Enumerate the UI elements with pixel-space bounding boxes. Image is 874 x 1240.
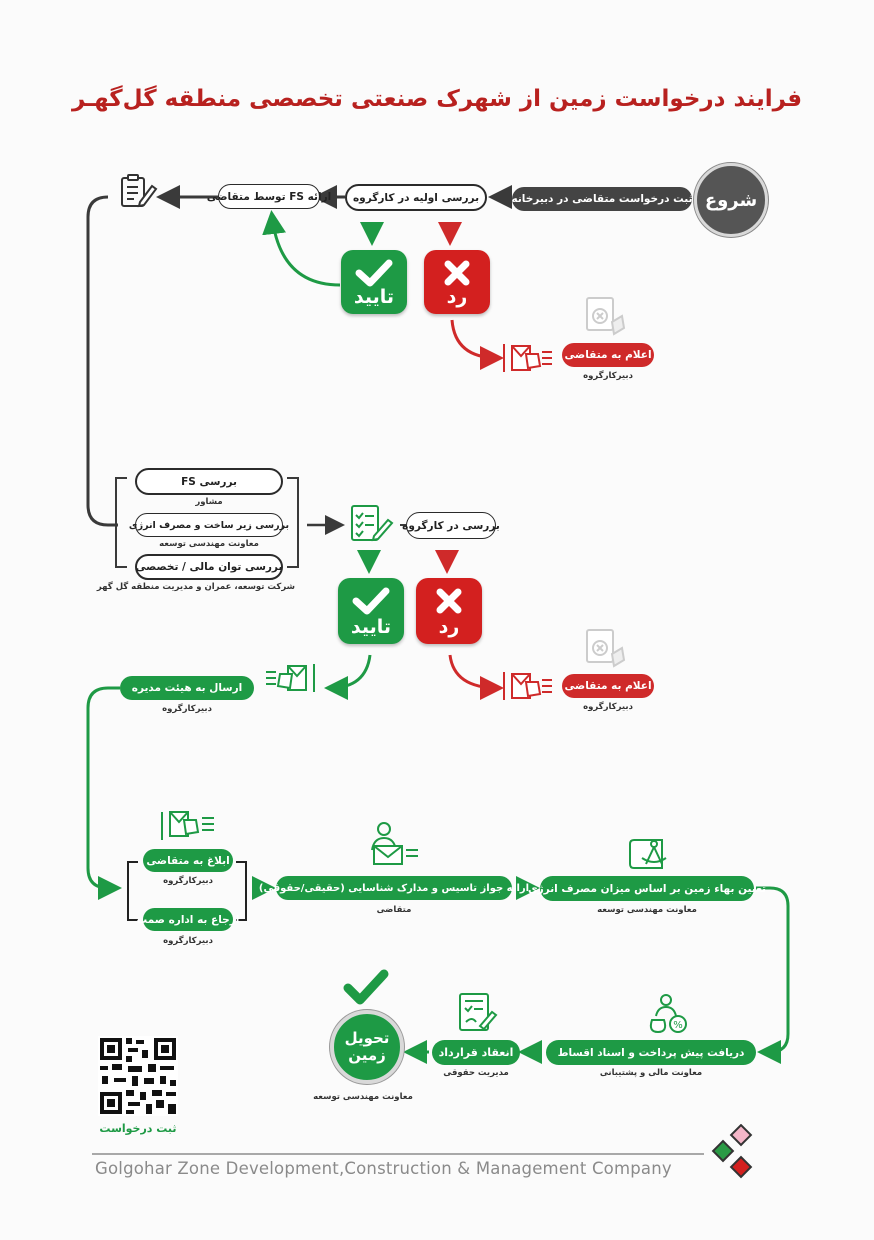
hand-document-notify-icon: [161, 811, 214, 840]
refer-samt-step: ارجاع به اداره صمت: [137, 908, 239, 931]
approve-box-1: تایید: [341, 250, 407, 314]
page-title: فرایند درخواست زمین از شهرک صنعتی تخصصی …: [71, 86, 803, 112]
blueprint-compass-icon: [629, 839, 667, 869]
contract-step: انعقاد قرارداد: [432, 1040, 520, 1065]
workgroup-review-step: بررسی در کارگروه: [402, 512, 500, 539]
land-delivery-node: تحویل زمین: [330, 1010, 404, 1084]
approve-label-2: تایید: [350, 616, 392, 638]
approve-label-1: تایید: [353, 286, 395, 308]
notify-applicant-sub-2: دبیرکارگروه: [583, 702, 633, 712]
prepayment-sub: معاونت مالی و پشتیبانی: [599, 1068, 703, 1078]
money-bag-icon: %: [649, 994, 687, 1034]
contract-icon: [459, 993, 498, 1031]
person-mail-icon: [371, 822, 418, 865]
land-pricing-step: تعیین بهاء زمین بر اساس میزان مصرف انرژی: [528, 876, 766, 901]
rejected-document-icon-2: [586, 629, 626, 668]
approve-box-2: تایید: [338, 578, 404, 644]
qr-code: [98, 1036, 178, 1116]
reject-box-1: رد: [424, 250, 490, 314]
reject-label-2: رد: [438, 616, 460, 638]
checklist-icon: [351, 505, 394, 542]
hand-document-red-icon-2: [503, 672, 552, 700]
financial-review-sub: شرکت توسعه، عمران و مدیریت منطقه گل گهر: [96, 582, 295, 592]
check-mark-icon: [343, 969, 389, 1005]
infrastructure-review-sub: معاونت مهندسی توسعه: [159, 539, 259, 549]
form-edit-icon: [121, 174, 158, 208]
footer-company-name: Golgohar Zone Development,Construction &…: [95, 1159, 672, 1178]
hand-document-red-icon: [503, 344, 552, 372]
license-documents-step: ارائه جواز تاسیس و مدارک شناسایی (حقیقی/…: [259, 876, 529, 900]
financial-review-step: بررسی توان مالی / تخصصی: [135, 554, 283, 580]
send-to-board-step: ارسال به هیئت مدیره: [120, 676, 254, 700]
register-request-step: ثبت درخواست متقاضی در دبیرخانه: [511, 187, 693, 211]
notify-applicant-sub-1: دبیرکارگروه: [583, 371, 633, 381]
fs-review-sub: مشاور: [195, 497, 223, 507]
land-pricing-sub: معاونت مهندسی توسعه: [597, 905, 697, 915]
company-logo: [711, 1124, 753, 1179]
notify-applicant-step-3: ابلاغ به متقاضی: [143, 849, 233, 872]
rejected-document-icon: [586, 297, 626, 336]
reject-label-1: رد: [446, 286, 468, 308]
contract-sub: مدیریت حقوقی: [443, 1068, 509, 1078]
notify-applicant-step-2: اعلام به متقاضی: [562, 674, 654, 698]
send-to-board-sub: دبیرکارگروه: [162, 704, 212, 714]
reject-box-2: رد: [416, 578, 482, 644]
qr-label: ثبت درخواست: [99, 1122, 177, 1135]
fs-review-step: بررسی FS: [135, 468, 283, 495]
license-documents-sub: متقاضی: [376, 905, 412, 915]
infrastructure-review-step: بررسی زیر ساخت و مصرف انرژی: [129, 513, 289, 537]
prepayment-step: دریافت پیش پرداخت و اسناد اقساط: [546, 1040, 756, 1065]
notify-applicant-step-1: اعلام به متقاضی: [562, 343, 654, 367]
initial-review-step: بررسی اولیه در کارگروه: [345, 184, 487, 211]
refer-samt-sub: دبیرکارگروه: [163, 936, 213, 946]
hand-document-green-icon: [266, 664, 315, 692]
svg-text:%: %: [673, 1020, 683, 1031]
fs-submit-step: ارائه FS توسط متقاضی: [207, 184, 331, 209]
notify-applicant-sub-3: دبیرکارگروه: [163, 876, 213, 886]
land-delivery-sub: معاونت مهندسی توسعه: [313, 1092, 413, 1102]
start-node: شروع: [694, 163, 768, 237]
